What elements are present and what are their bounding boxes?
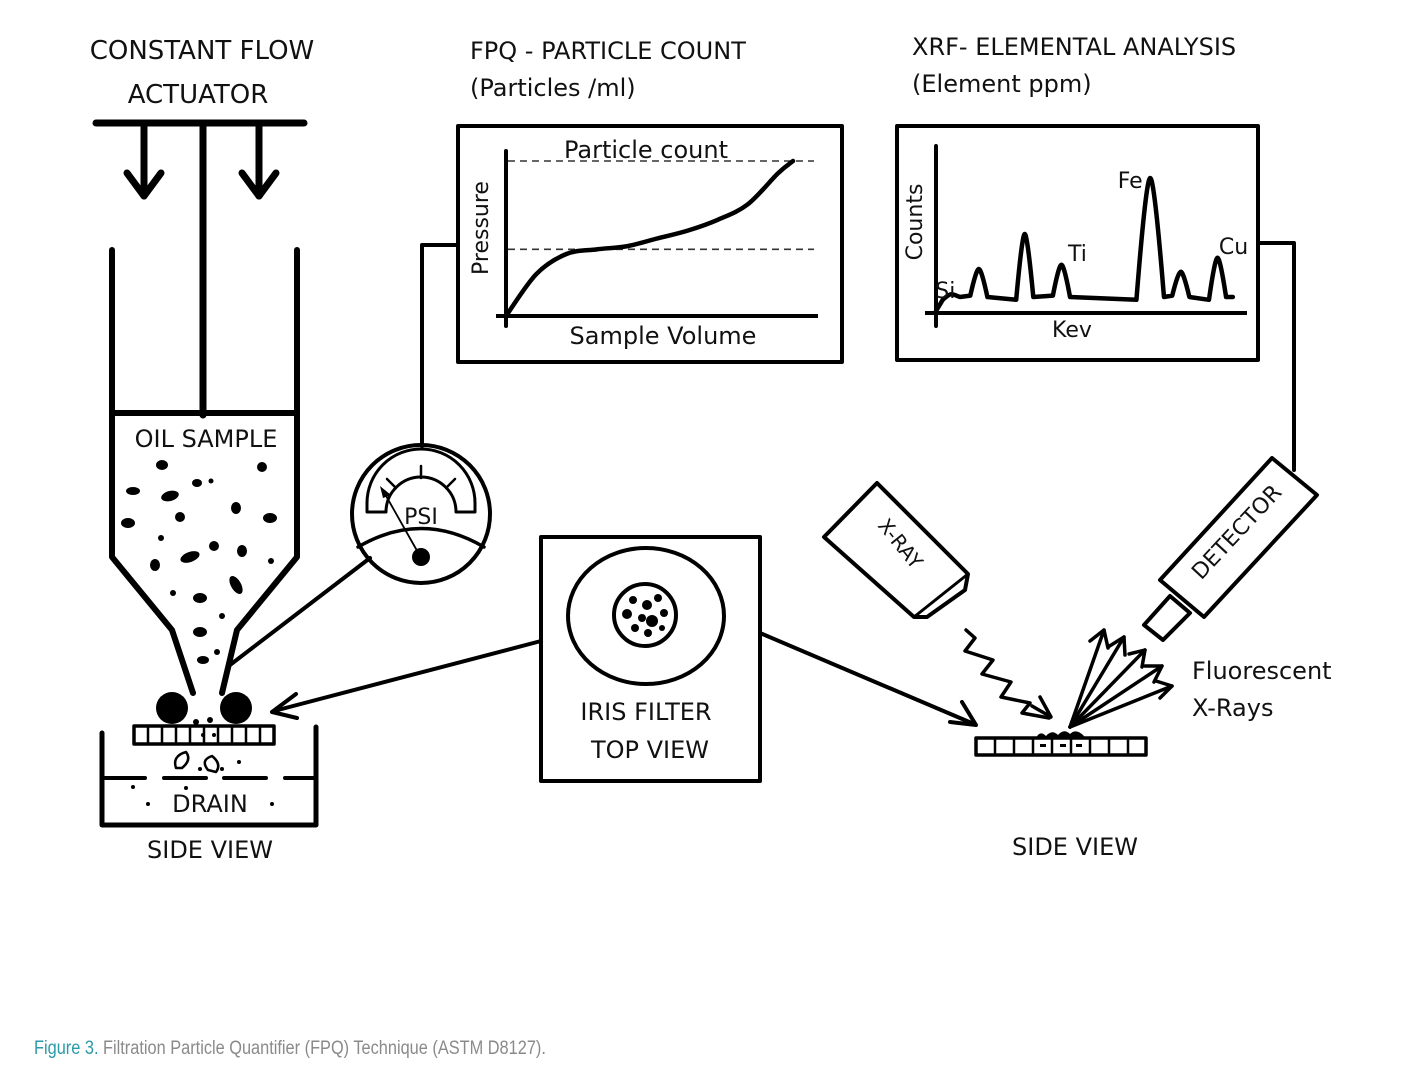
xrf-setup: X-RAY DETECTOR Fluorescent X-Rays — [822, 456, 1332, 861]
fpq-chart-frame — [456, 124, 844, 364]
syringe: OIL SAMPLE — [109, 247, 300, 696]
iris-filter-label-line1: IRIS FILTER — [580, 698, 711, 726]
actuator-title-line2: ACTUATOR — [128, 80, 269, 110]
fluorescent-label-line2: X-Rays — [1192, 694, 1273, 722]
xrf-spectrum-line — [933, 175, 1236, 314]
captured-particles — [622, 594, 668, 637]
drained-droplets — [131, 750, 274, 806]
fpq-diagram: CONSTANT FLOW ACTUATOR OIL SAMPLE — [90, 33, 1332, 864]
syringe-left-wall — [109, 247, 196, 696]
actuator-title-line1: CONSTANT FLOW — [90, 36, 315, 66]
fpq-y-axis-label: Pressure — [469, 181, 494, 275]
xrf-peak-label-fe: Fe — [1118, 169, 1143, 194]
oil-sample-label: OIL SAMPLE — [135, 425, 278, 453]
xrf-peak-label-cu: Cu — [1219, 235, 1248, 260]
pressure-gauge: PSI — [228, 243, 492, 667]
iris-filter-panel: IRIS FILTER TOP VIEW — [270, 535, 978, 783]
down-arrow-icon — [238, 122, 280, 200]
xrf-x-axis-label: Kev — [1052, 318, 1092, 343]
left-side-view-label: SIDE VIEW — [147, 836, 273, 864]
gauge-arc — [356, 526, 486, 549]
arrow-to-right-filter-icon — [758, 631, 978, 727]
fpq-title-line1: FPQ - PARTICLE COUNT — [470, 37, 746, 65]
xrf-peak-label-ti: Ti — [1067, 242, 1087, 267]
xray-source: X-RAY — [822, 481, 970, 619]
right-side-view-label: SIDE VIEW — [1012, 833, 1138, 861]
iris-filter-label-line2: TOP VIEW — [590, 736, 709, 764]
actuator: CONSTANT FLOW ACTUATOR — [90, 36, 315, 419]
syringe-right-wall — [219, 247, 300, 696]
figure-number: Figure 3. — [34, 1038, 99, 1059]
fpq-pressure-curve — [503, 158, 796, 319]
incident-arrowhead-icon — [1030, 695, 1053, 719]
figure-caption-text: Filtration Particle Quantifier (FPQ) Tec… — [103, 1038, 546, 1059]
seal-ball-left — [156, 692, 188, 724]
xrf-panel: XRF- ELEMENTAL ANALYSIS (Element ppm) Si… — [895, 33, 1296, 472]
xrf-y-axis-label: Counts — [903, 184, 928, 261]
iris-filter-inner — [612, 582, 678, 648]
iris-filter-outer — [566, 546, 726, 686]
fpq-panel: FPQ - PARTICLE COUNT (Particles /ml) Par… — [456, 37, 844, 364]
arrow-to-left-filter-icon — [270, 639, 543, 720]
gauge-pivot — [412, 548, 430, 566]
xrf-title-line2: (Element ppm) — [912, 70, 1092, 98]
sample-filter-membrane — [974, 731, 1148, 757]
down-arrow-icon — [123, 122, 165, 200]
iris-filter-frame — [539, 535, 762, 783]
xray-source-label: X-RAY — [873, 514, 928, 574]
fluorescent-label-line1: Fluorescent — [1192, 657, 1332, 685]
xrf-peak-label-si: Si — [935, 279, 955, 304]
gauge-scale — [365, 447, 477, 514]
filter-membrane — [132, 717, 276, 746]
psi-label: PSI — [404, 505, 438, 530]
fpq-plot — [496, 149, 818, 328]
fpq-x-axis-label: Sample Volume — [570, 322, 757, 350]
figure-caption: Figure 3. Filtration Particle Quantifier… — [34, 1038, 546, 1060]
gauge-pressure-line — [228, 556, 372, 667]
needle-tip-icon — [380, 486, 391, 498]
seal-ball-right — [220, 692, 252, 724]
gauge-to-fpq-connector — [420, 243, 460, 448]
xrf-title-line1: XRF- ELEMENTAL ANALYSIS — [912, 33, 1236, 61]
fpq-chart-title: Particle count — [564, 136, 728, 164]
filter-drain-assembly: DRAIN SIDE VIEW — [99, 692, 319, 864]
incident-xray-wave — [963, 628, 1051, 720]
drain-basin — [99, 724, 319, 828]
fpq-title-line2: (Particles /ml) — [470, 74, 636, 102]
fluorescent-rays-icon — [1068, 628, 1174, 729]
drain-label: DRAIN — [172, 790, 248, 818]
detector: DETECTOR — [1142, 456, 1319, 642]
oil-particles — [121, 460, 277, 664]
xrf-to-detector-connector — [1256, 241, 1296, 472]
gauge-needle — [384, 493, 421, 557]
